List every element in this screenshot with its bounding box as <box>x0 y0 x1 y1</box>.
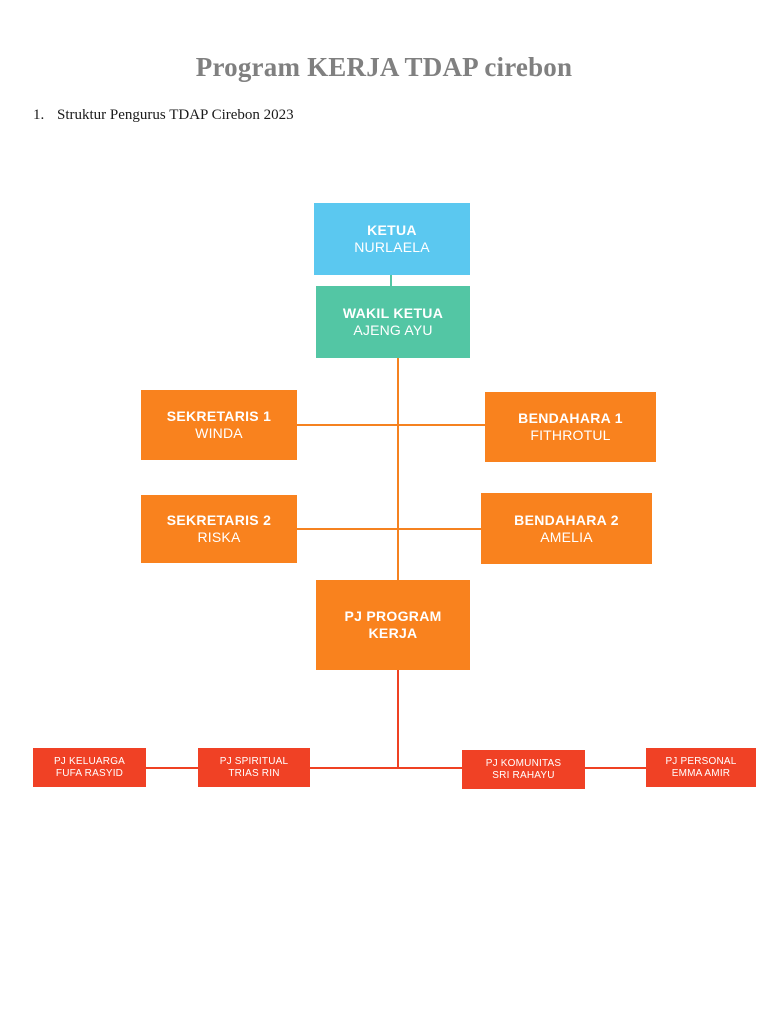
node-bendahara-1-person: FITHROTUL <box>530 427 611 443</box>
node-sekretaris-1-person: WINDA <box>195 425 243 441</box>
node-bendahara-2-person: AMELIA <box>540 528 593 545</box>
connector-row1-right <box>397 424 486 426</box>
list-item-number: 1. <box>33 107 45 123</box>
node-ketua-role: KETUA <box>367 222 417 239</box>
node-pj-spiritual[interactable]: PJ SPIRITUAL TRIAS RIN <box>198 748 310 787</box>
node-pj-personal-person: EMMA AMIR <box>671 767 731 779</box>
node-bendahara-1-role: BENDAHARA 1 <box>518 410 623 427</box>
connector-ketua-wakil <box>390 274 392 286</box>
connector-bottom-bus <box>146 767 656 769</box>
node-wakil-ketua-role: WAKIL KETUA <box>342 305 444 322</box>
list-item-label: Struktur Pengurus TDAP Cirebon 2023 <box>57 107 294 123</box>
node-pj-program-kerja-person: KERJA <box>368 625 418 641</box>
connector-row2-right <box>397 528 482 530</box>
node-pj-keluarga-person: FUFA RASYID <box>55 767 124 779</box>
node-ketua[interactable]: KETUA NURLAELA <box>314 203 470 275</box>
connector-trunk-vertical <box>397 358 399 584</box>
node-wakil-ketua-person: AJENG AYU <box>353 322 433 338</box>
connector-row2-left <box>296 528 398 530</box>
node-sekretaris-1-role: SEKRETARIS 1 <box>166 408 272 425</box>
list-item: 1. Struktur Pengurus TDAP Cirebon 2023 <box>33 107 633 124</box>
node-sekretaris-1[interactable]: SEKRETARIS 1 WINDA <box>141 390 297 460</box>
node-bendahara-2[interactable]: BENDAHARA 2 AMELIA <box>481 493 652 564</box>
node-wakil-ketua[interactable]: WAKIL KETUA AJENG AYU <box>316 286 470 358</box>
connector-pjprogram-down <box>397 670 399 768</box>
connector-row1-left <box>296 424 398 426</box>
node-pj-komunitas[interactable]: PJ KOMUNITAS SRI RAHAYU <box>462 750 585 789</box>
node-pj-spiritual-person: TRIAS RIN <box>228 767 280 779</box>
node-pj-spiritual-role: PJ SPIRITUAL <box>219 755 289 767</box>
node-sekretaris-2-role: SEKRETARIS 2 <box>166 512 272 529</box>
node-pj-program-kerja-role: PJ PROGRAM <box>344 608 442 625</box>
node-pj-komunitas-role: PJ KOMUNITAS <box>485 757 562 769</box>
node-ketua-person: NURLAELA <box>354 239 430 255</box>
node-sekretaris-2[interactable]: SEKRETARIS 2 RISKA <box>141 495 297 563</box>
page-title: Program KERJA TDAP cirebon <box>195 52 573 82</box>
node-bendahara-2-role: BENDAHARA 2 <box>514 511 619 528</box>
node-sekretaris-2-person: RISKA <box>197 529 241 545</box>
node-pj-personal[interactable]: PJ PERSONAL EMMA AMIR <box>646 748 756 787</box>
node-pj-program-kerja[interactable]: PJ PROGRAM KERJA <box>316 580 470 670</box>
node-pj-keluarga-role: PJ KELUARGA <box>53 755 126 767</box>
node-pj-personal-role: PJ PERSONAL <box>665 755 737 767</box>
node-bendahara-1[interactable]: BENDAHARA 1 FITHROTUL <box>485 392 656 462</box>
node-pj-komunitas-person: SRI RAHAYU <box>492 769 555 781</box>
node-pj-keluarga[interactable]: PJ KELUARGA FUFA RASYID <box>33 748 146 787</box>
